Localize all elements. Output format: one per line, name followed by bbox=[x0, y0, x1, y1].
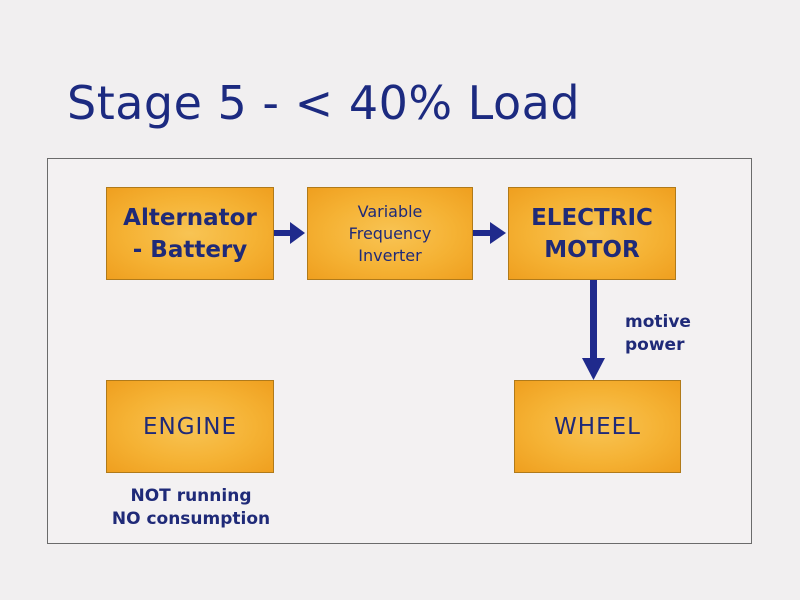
inverter-label-line1: Variable bbox=[357, 201, 423, 221]
alternator-label-line1: Alternator bbox=[123, 204, 257, 231]
engine-block: ENGINE bbox=[106, 380, 274, 473]
electric-motor-block: ELECTRIC MOTOR bbox=[508, 187, 676, 280]
inverter-label-line3: Inverter bbox=[358, 245, 422, 265]
engine-status-line2: NO consumption bbox=[111, 509, 271, 529]
motor-label-line2: MOTOR bbox=[544, 236, 640, 263]
alternator-label-line2: - Battery bbox=[132, 236, 248, 263]
inverter-label-line2: Frequency bbox=[348, 223, 432, 243]
engine-label: ENGINE bbox=[142, 413, 238, 440]
engine-status-annotation: NOT running NO consumption bbox=[96, 485, 286, 531]
alternator-battery-block: Alternator - Battery bbox=[106, 187, 274, 280]
variable-frequency-inverter-block: Variable Frequency Inverter bbox=[307, 187, 473, 280]
motive-power-line2: power bbox=[625, 335, 685, 355]
motive-power-line1: motive bbox=[625, 312, 691, 332]
motor-label-line1: ELECTRIC bbox=[531, 204, 653, 231]
wheel-block: WHEEL bbox=[514, 380, 681, 473]
engine-status-line1: NOT running bbox=[130, 486, 252, 506]
slide-title: Stage 5 - < 40% Load bbox=[67, 76, 581, 130]
wheel-label: WHEEL bbox=[554, 413, 641, 440]
motive-power-annotation: motive power bbox=[625, 311, 691, 357]
